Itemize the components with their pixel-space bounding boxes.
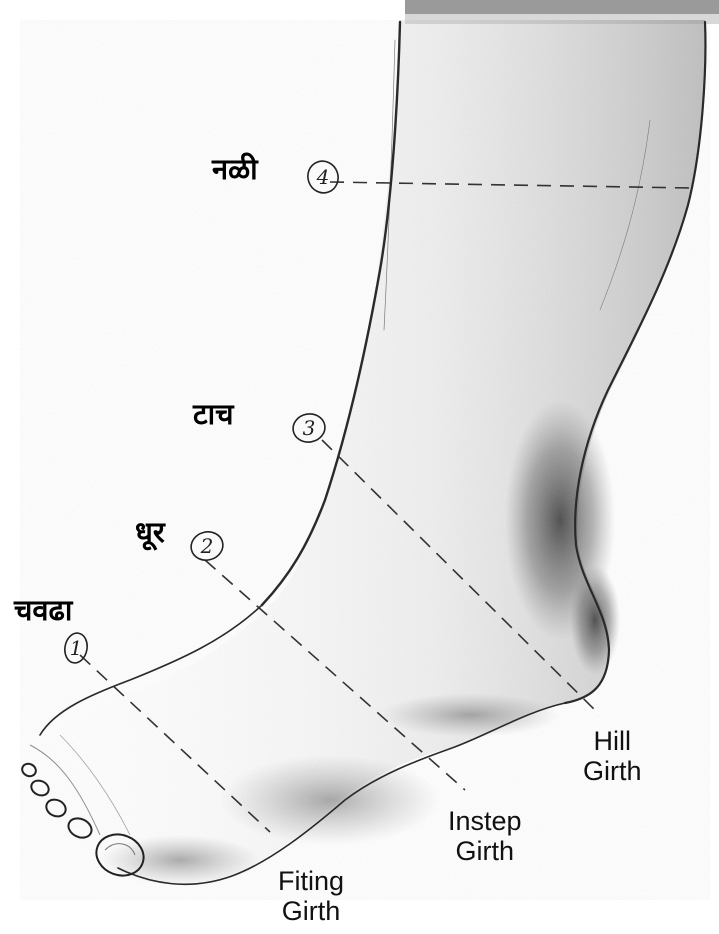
label-hill-girth: Hill Girth [583,726,642,786]
label-tach: टाच [193,400,234,429]
marker-number-2: 2 [200,534,214,558]
marker-number-1: 1 [70,636,83,660]
fiting-girth-line1: Fiting [278,866,344,896]
fiting-girth-line2: Girth [278,896,344,926]
label-dhur: धूर [135,518,165,547]
instep-girth-line2: Girth [448,836,522,866]
label-instep-girth: Instep Girth [448,806,522,866]
instep-girth-line1: Instep [448,806,522,836]
label-nali: नळी [212,155,258,184]
label-chavdha: चवढा [14,596,72,625]
hill-girth-line1: Hill [583,726,642,756]
marker-number-3: 3 [303,416,316,440]
label-fiting-girth: Fiting Girth [278,866,344,926]
hill-girth-line2: Girth [583,756,642,786]
marker-number-4: 4 [316,165,330,189]
